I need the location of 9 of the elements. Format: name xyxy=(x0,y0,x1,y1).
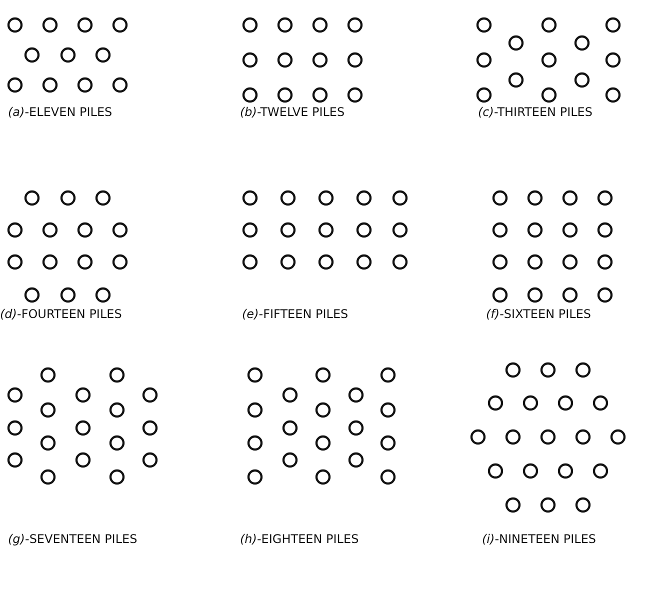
caption: (i)-NINETEEN PILES xyxy=(482,532,596,546)
caption: (a)-ELEVEN PILES xyxy=(8,105,112,119)
caption: (h)-EIGHTEEN PILES xyxy=(240,532,359,546)
caption: (f)-SIXTEEN PILES xyxy=(486,307,592,321)
caption: (d)-FOURTEEN PILES xyxy=(0,307,122,321)
caption: (c)-THIRTEEN PILES xyxy=(478,105,592,119)
caption: (g)-SEVENTEEN PILES xyxy=(8,532,138,546)
caption: (b)-TWELVE PILES xyxy=(240,105,345,119)
caption: (e)-FIFTEEN PILES xyxy=(242,307,348,321)
